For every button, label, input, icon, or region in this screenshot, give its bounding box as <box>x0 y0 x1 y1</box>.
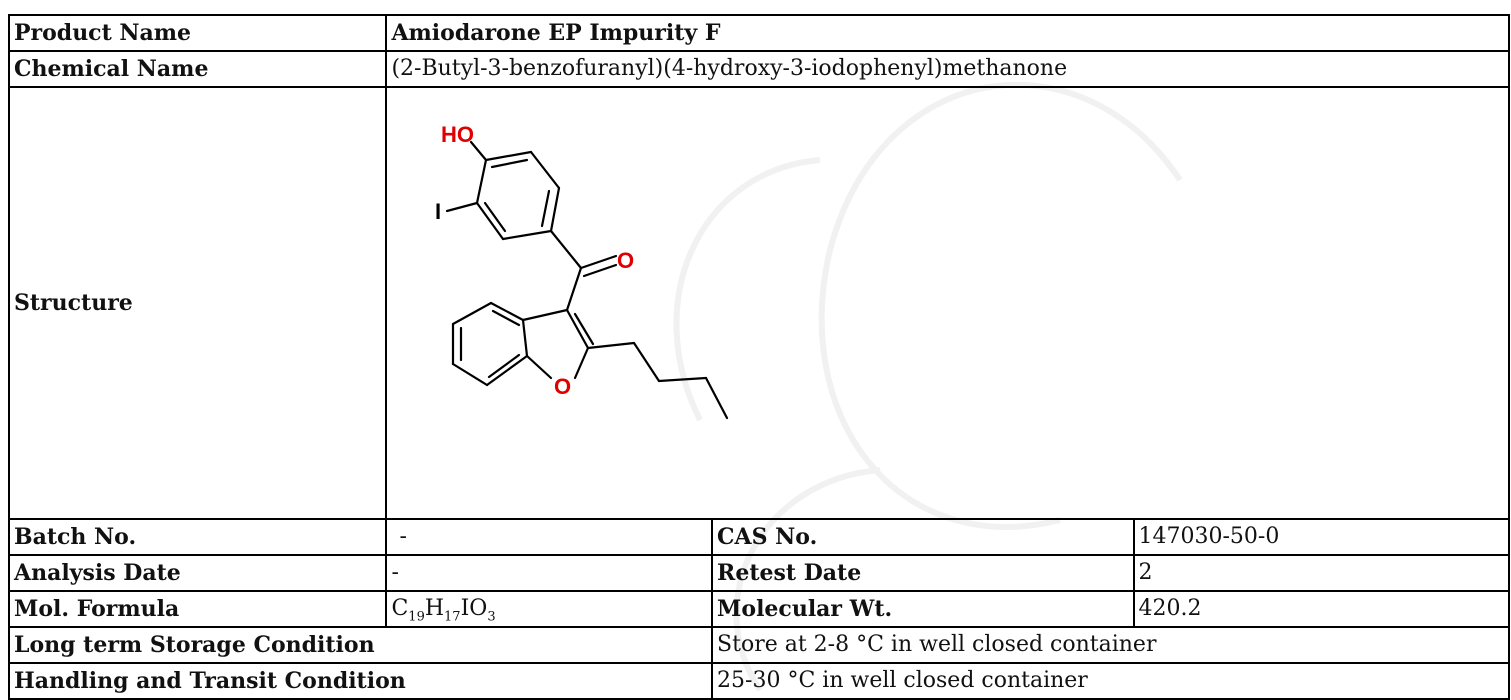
atom-label: O <box>617 248 634 273</box>
formula-i: I <box>460 596 470 621</box>
chemical-name-row: Chemical Name (2-Butyl-3-benzofuranyl)(4… <box>7 50 1510 88</box>
bond <box>658 376 708 383</box>
bond <box>574 312 595 346</box>
bond <box>566 266 583 312</box>
atom-label: I <box>435 199 441 224</box>
bond <box>550 229 583 270</box>
product-name-label: Product Name <box>7 14 388 52</box>
product-name-value: Amiodarone EP Impurity F <box>385 14 1510 52</box>
bond <box>566 308 590 350</box>
storage-condition-value: Store at 2-8 °C in well closed container <box>711 626 1510 664</box>
structure-label: Structure <box>7 86 388 520</box>
batch-value: - <box>385 518 714 556</box>
molecule-structure: HO I O O <box>435 122 729 420</box>
bond <box>705 376 729 420</box>
cas-value: 147030-50-0 <box>1132 518 1510 556</box>
bond <box>470 140 488 162</box>
structure-row: Structure <box>7 86 1510 520</box>
bond <box>491 158 529 169</box>
analysis-row: Analysis Date - Retest Date 2 <box>7 554 1510 592</box>
molecular-weight-value: 420.2 <box>1132 590 1510 628</box>
formula-o-count: 3 <box>487 609 496 625</box>
mol-formula-label: Mol. Formula <box>7 590 388 628</box>
coa-table: Product Name Amiodarone EP Impurity F Ch… <box>7 14 1510 700</box>
atom-label: O <box>554 374 571 399</box>
bond <box>488 353 521 379</box>
bond <box>574 346 590 380</box>
analysis-date-value: - <box>385 554 714 592</box>
handling-condition-value: 25-30 °C in well closed container <box>711 662 1510 700</box>
bond <box>550 186 561 233</box>
bond <box>484 201 507 233</box>
retest-date-value: 2 <box>1132 554 1510 592</box>
bond <box>476 158 488 205</box>
bond <box>446 201 479 213</box>
bond <box>485 150 533 162</box>
structure-cell: HO I O O <box>385 86 1510 520</box>
bond <box>486 354 529 387</box>
bond <box>526 354 553 380</box>
bond <box>522 318 529 358</box>
bond <box>492 309 521 327</box>
formula-row: Mol. Formula C19H17IO3 Molecular Wt. 420… <box>7 590 1510 628</box>
handling-condition-label: Handling and Transit Condition <box>7 662 714 700</box>
batch-label: Batch No. <box>7 518 388 556</box>
bond <box>452 362 489 387</box>
formula-o: O <box>469 596 488 621</box>
bond <box>490 301 525 322</box>
formula-h-count: 17 <box>444 609 461 625</box>
bond <box>522 308 569 322</box>
mol-formula-value: C19H17IO3 <box>385 590 714 628</box>
formula-c: C <box>391 596 409 621</box>
formula-c-count: 19 <box>408 609 425 625</box>
batch-row: Batch No. - CAS No. 147030-50-0 <box>7 518 1510 556</box>
storage-row: Long term Storage Condition Store at 2-8… <box>7 626 1510 664</box>
chemical-name-label: Chemical Name <box>7 50 388 88</box>
bond <box>502 229 553 241</box>
bond <box>452 301 493 326</box>
formula-h: H <box>424 596 445 621</box>
molecular-weight-label: Molecular Wt. <box>711 590 1135 628</box>
bond <box>476 201 505 241</box>
bond <box>587 341 636 350</box>
product-name-row: Product Name Amiodarone EP Impurity F <box>7 14 1510 52</box>
handling-row: Handling and Transit Condition 25-30 °C … <box>7 662 1510 700</box>
bond <box>580 254 618 270</box>
bond <box>541 189 551 228</box>
chemical-name-value: (2-Butyl-3-benzofuranyl)(4-hydroxy-3-iod… <box>385 50 1510 88</box>
bond <box>530 150 561 190</box>
analysis-date-label: Analysis Date <box>7 554 388 592</box>
bond <box>633 341 661 383</box>
cas-label: CAS No. <box>711 518 1135 556</box>
storage-condition-label: Long term Storage Condition <box>7 626 714 664</box>
retest-date-label: Retest Date <box>711 554 1135 592</box>
bond <box>583 263 618 278</box>
atom-label: HO <box>441 122 474 147</box>
